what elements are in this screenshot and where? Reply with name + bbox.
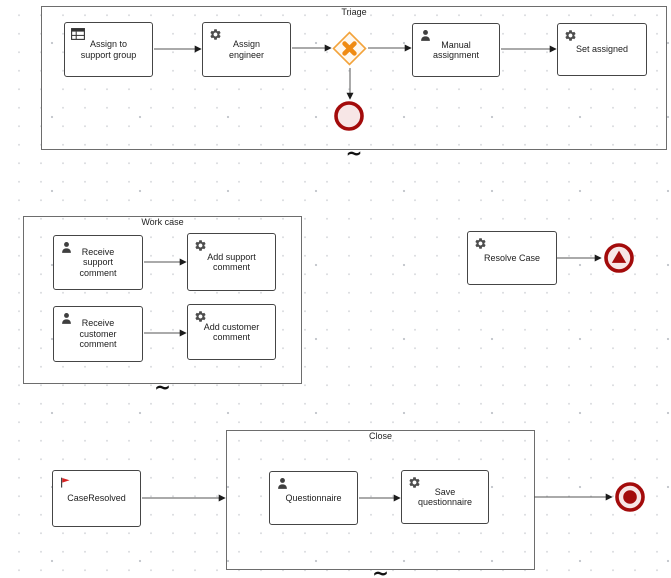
task-resolve-case[interactable]: Resolve Case bbox=[467, 231, 557, 285]
business-rule-task-icon bbox=[71, 28, 85, 42]
gear-icon bbox=[194, 239, 208, 253]
person-icon bbox=[60, 241, 74, 255]
adhoc-marker-icon: ~ bbox=[372, 561, 389, 578]
gear-icon bbox=[209, 28, 223, 42]
task-label: Save questionnaire bbox=[417, 486, 473, 508]
filled-circle-icon bbox=[623, 490, 637, 504]
person-icon bbox=[60, 312, 74, 326]
gear-icon bbox=[564, 29, 578, 43]
task-case-resolved[interactable]: CaseResolved bbox=[52, 470, 141, 527]
task-label: Assign engineer bbox=[228, 39, 265, 60]
end-event[interactable] bbox=[332, 99, 366, 133]
task-add-support-comment[interactable]: Add support comment bbox=[187, 233, 276, 291]
task-receive-customer-comment[interactable]: Receive customer comment bbox=[53, 306, 143, 362]
task-save-questionnaire[interactable]: Save questionnaire bbox=[401, 470, 489, 524]
gear-icon bbox=[474, 237, 488, 251]
stage-triage[interactable]: Triage ~ bbox=[41, 6, 667, 163]
person-icon bbox=[276, 477, 290, 491]
adhoc-marker-icon: ~ bbox=[345, 141, 363, 165]
stage-work-case[interactable]: Work case ~ bbox=[23, 216, 302, 397]
task-label: Set assigned bbox=[575, 44, 629, 55]
task-label: CaseResolved bbox=[67, 493, 126, 504]
terminate-end-event[interactable] bbox=[613, 480, 647, 514]
task-label: Receive customer comment bbox=[79, 318, 117, 350]
task-label: Add support comment bbox=[207, 251, 256, 273]
task-label: Resolve Case bbox=[483, 252, 541, 263]
task-set-assigned[interactable]: Set assigned bbox=[557, 23, 647, 76]
task-label: Questionnaire bbox=[285, 492, 342, 503]
adhoc-marker-icon: ~ bbox=[154, 375, 171, 399]
stage-close-label: Close bbox=[368, 431, 393, 441]
task-label: Add customer comment bbox=[203, 321, 260, 343]
task-assign-to-support-group[interactable]: Assign to support group bbox=[64, 22, 153, 77]
stage-triage-label: Triage bbox=[341, 7, 367, 17]
person-icon bbox=[419, 29, 433, 43]
stage-close[interactable]: Close ~ bbox=[226, 430, 535, 578]
task-label: Receive support comment bbox=[79, 246, 117, 278]
task-label: Assign to support group bbox=[80, 39, 137, 60]
exclusive-gateway[interactable] bbox=[331, 30, 368, 67]
gear-icon bbox=[408, 476, 422, 490]
task-assign-engineer[interactable]: Assign engineer bbox=[202, 22, 291, 77]
gear-icon bbox=[194, 310, 208, 324]
task-manual-assignment[interactable]: Manual assignment bbox=[412, 23, 500, 77]
task-add-customer-comment[interactable]: Add customer comment bbox=[187, 304, 276, 360]
stage-work-case-label: Work case bbox=[141, 217, 184, 227]
triangle-icon bbox=[611, 250, 627, 263]
task-label: Manual assignment bbox=[432, 39, 480, 61]
x-icon bbox=[342, 41, 357, 56]
signal-end-event[interactable] bbox=[602, 241, 636, 275]
milestone-flag-icon bbox=[59, 476, 73, 490]
task-questionnaire[interactable]: Questionnaire bbox=[269, 471, 358, 525]
task-receive-support-comment[interactable]: Receive support comment bbox=[53, 235, 143, 290]
